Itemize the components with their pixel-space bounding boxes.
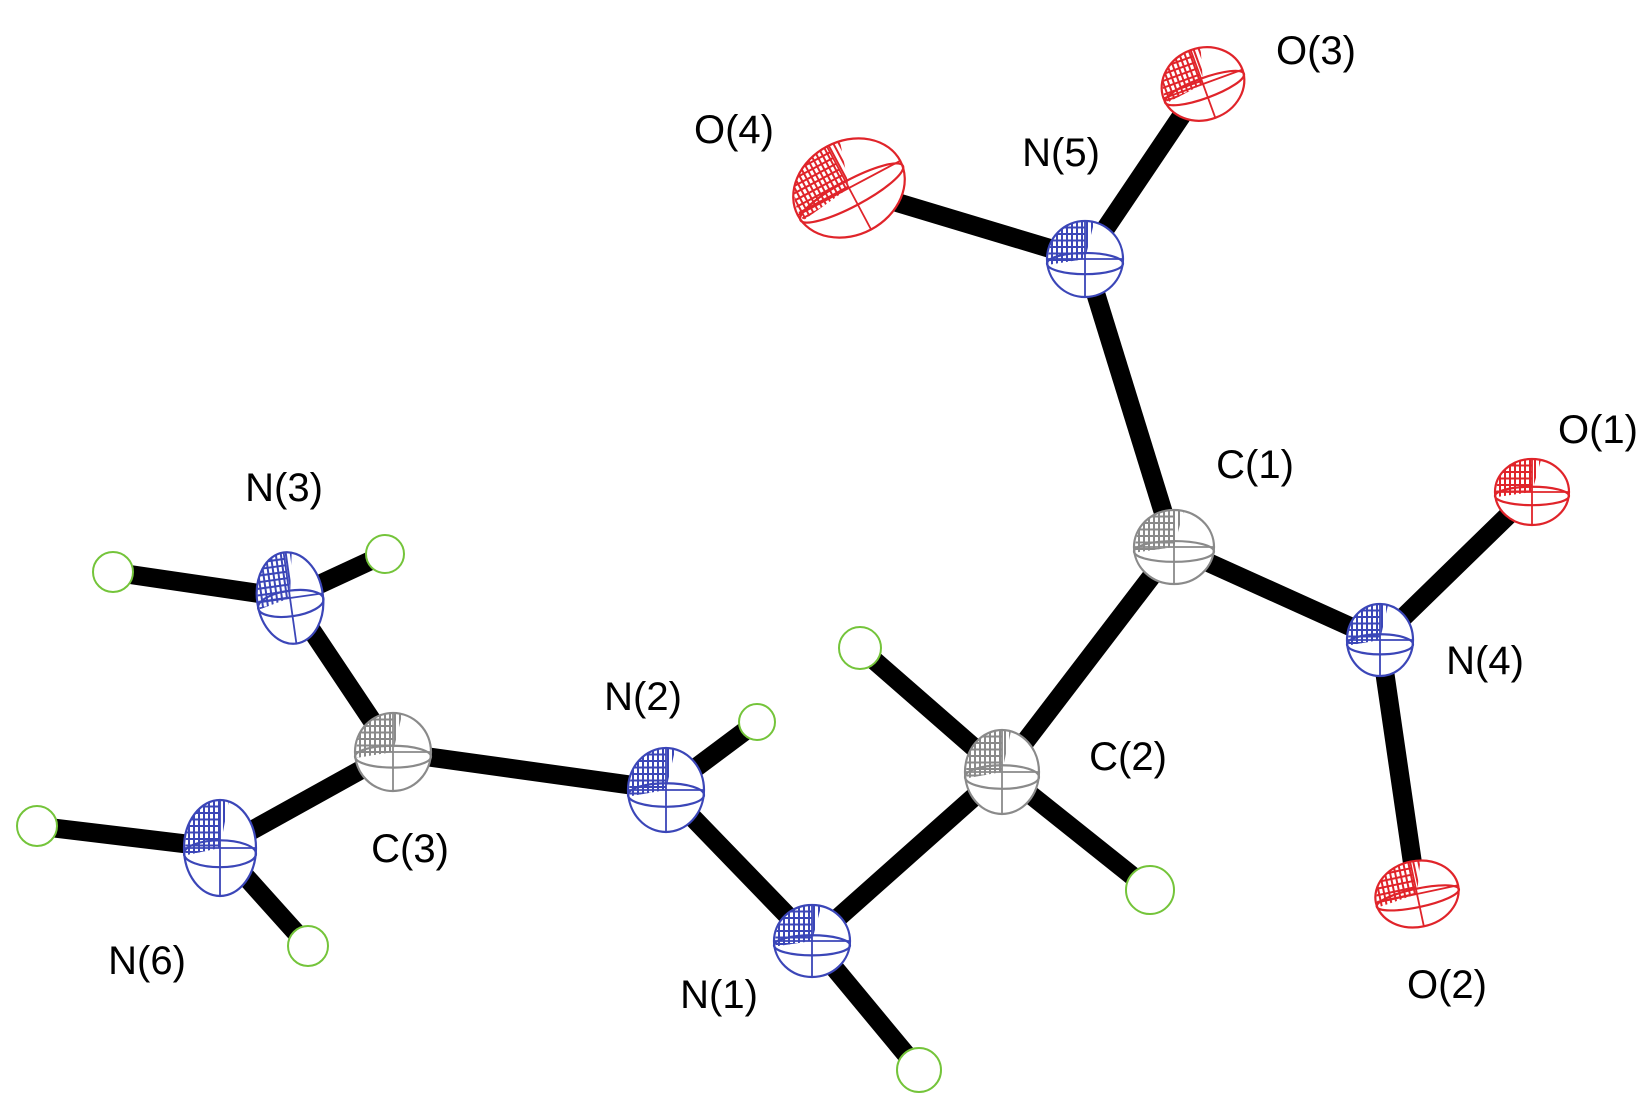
- atom-H1: [896, 1047, 942, 1093]
- bond-N2-C3: [391, 742, 668, 800]
- atom-H3a: [92, 551, 134, 593]
- label-layer: O(3) O(4) N(5) O(1) C(1) N(3) N(4) N(2) C(2) C(3)…: [108, 29, 1638, 1017]
- atom-label-C1: C(1): [1216, 443, 1294, 487]
- atom-label-N5: N(5): [1022, 131, 1100, 175]
- atom-H6b: [287, 925, 329, 967]
- atom-label-N4: N(4): [1446, 639, 1524, 683]
- atom-N1: [772, 903, 852, 979]
- atom-label-N6: N(6): [108, 939, 186, 983]
- atom-C3: [353, 711, 433, 793]
- atom-label-C2: C(2): [1089, 735, 1167, 779]
- atom-H6a: [16, 805, 58, 847]
- atom-O3: [1152, 45, 1246, 122]
- atom-H2b: [1125, 865, 1175, 915]
- atom-O4: [776, 137, 906, 239]
- atom-O1: [1493, 457, 1571, 527]
- bond-C1-C2: [994, 541, 1182, 778]
- atom-label-O1: O(1): [1558, 408, 1638, 452]
- atom-layer: [16, 45, 1571, 1093]
- atom-label-O4: O(4): [694, 108, 774, 152]
- atom-label-O3: O(3): [1276, 29, 1356, 73]
- atom-label-N3: N(3): [245, 466, 323, 510]
- atom-O2: [1370, 858, 1461, 929]
- atom-N6: [182, 798, 258, 898]
- atom-N4: [1345, 602, 1415, 678]
- atom-C2: [963, 728, 1041, 816]
- atom-H3b: [365, 534, 405, 574]
- atom-H2a: [838, 626, 882, 670]
- atom-label-C3: C(3): [371, 827, 449, 871]
- bond-C2-N1: [805, 764, 1009, 949]
- atom-N5: [1045, 219, 1125, 299]
- bond-N4-O2: [1370, 638, 1427, 896]
- atom-label-O2: O(2): [1407, 963, 1487, 1007]
- atom-label-N2: N(2): [604, 675, 682, 719]
- atom-H2: [738, 703, 776, 741]
- atom-N2: [626, 746, 706, 834]
- bond-C1-N5: [1075, 256, 1184, 550]
- atom-C1: [1132, 508, 1216, 586]
- atom-N3: [251, 550, 325, 645]
- atom-label-N1: N(1): [680, 973, 758, 1017]
